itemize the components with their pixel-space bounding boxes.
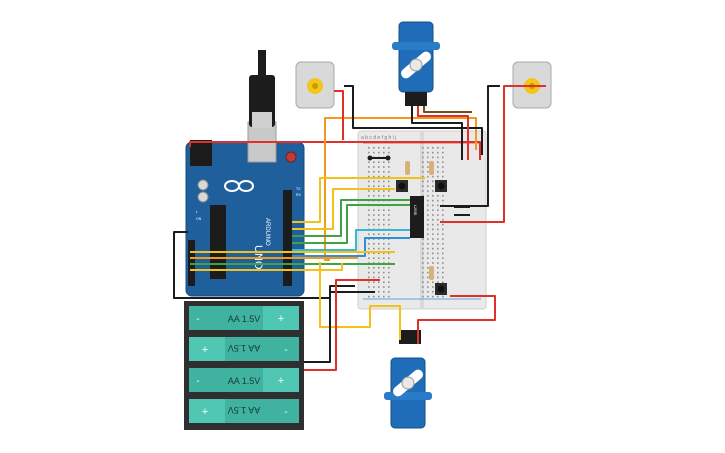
push-button-3[interactable]: [435, 283, 447, 295]
svg-text:-: -: [284, 407, 287, 418]
atmega-chip: [210, 205, 226, 279]
battery-pack[interactable]: AA 1.5V + - AA 1.5V + - AA 1.5V + - AA 1.5V + -: [184, 301, 304, 430]
wire-black: [304, 291, 375, 363]
svg-text:+: +: [202, 344, 208, 356]
resistor-3: [429, 266, 434, 280]
battery-cell: AA 1.5V + -: [189, 368, 299, 392]
resistor-1: [405, 161, 410, 175]
digital-header: [283, 190, 292, 286]
wire-green: [292, 199, 410, 237]
wire-red: [304, 279, 380, 371]
wire-yellow: [190, 263, 343, 271]
wire-black: [344, 85, 483, 155]
usb-cable: [249, 50, 275, 128]
column-letters: a b c d e f g h i j: [361, 135, 396, 141]
svg-text:AA 1.5V: AA 1.5V: [228, 343, 261, 353]
arduino-logo-icon: [224, 180, 254, 192]
wire-red: [334, 90, 344, 140]
wire-cyan: [292, 229, 410, 251]
wire-red: [189, 141, 481, 160]
resistor-2: [429, 161, 434, 175]
l293d-ic[interactable]: L293D: [410, 196, 424, 238]
svg-text:-: -: [284, 345, 287, 356]
rx-label: RX: [296, 193, 302, 197]
wires: [173, 85, 546, 371]
wire-brown: [423, 106, 472, 113]
tx-label: TX: [296, 187, 301, 191]
svg-text:L293D: L293D: [413, 205, 417, 216]
power-jack: [190, 140, 212, 166]
svg-text:AA 1.5V: AA 1.5V: [228, 376, 261, 386]
wire-black: [173, 231, 355, 299]
wire-red: [417, 295, 496, 344]
battery-cell: AA 1.5V + -: [189, 399, 299, 423]
svg-text:AA 1.5V: AA 1.5V: [228, 314, 261, 324]
wire-blue: [292, 237, 410, 257]
wire-red: [440, 85, 546, 223]
dc-motor-left[interactable]: [295, 61, 335, 109]
reset-button[interactable]: [285, 151, 297, 163]
push-button-1[interactable]: [396, 180, 408, 192]
servo-top[interactable]: [392, 21, 440, 106]
wire-red: [417, 106, 469, 160]
svg-text:+: +: [278, 375, 284, 387]
svg-text:+: +: [202, 406, 208, 418]
l-led-label: L: [196, 210, 198, 214]
on-led-label: ON: [196, 217, 202, 221]
wire-yellow: [292, 177, 425, 223]
svg-text:-: -: [196, 376, 199, 387]
battery-cell: AA 1.5V + -: [189, 306, 299, 330]
svg-text:-: -: [196, 314, 199, 325]
svg-text:+: +: [278, 313, 284, 325]
wire-yellow: [319, 262, 401, 340]
arduino-brand-label: ARDUINO: [264, 218, 270, 246]
push-button-2[interactable]: [435, 180, 447, 192]
svg-text:AA 1.5V: AA 1.5V: [228, 405, 261, 415]
wire-green: [292, 204, 410, 244]
battery-cell: AA 1.5V + -: [189, 337, 299, 361]
wire-yellow: [292, 188, 395, 230]
servo-bottom[interactable]: [384, 330, 432, 429]
wire-black: [411, 106, 463, 160]
